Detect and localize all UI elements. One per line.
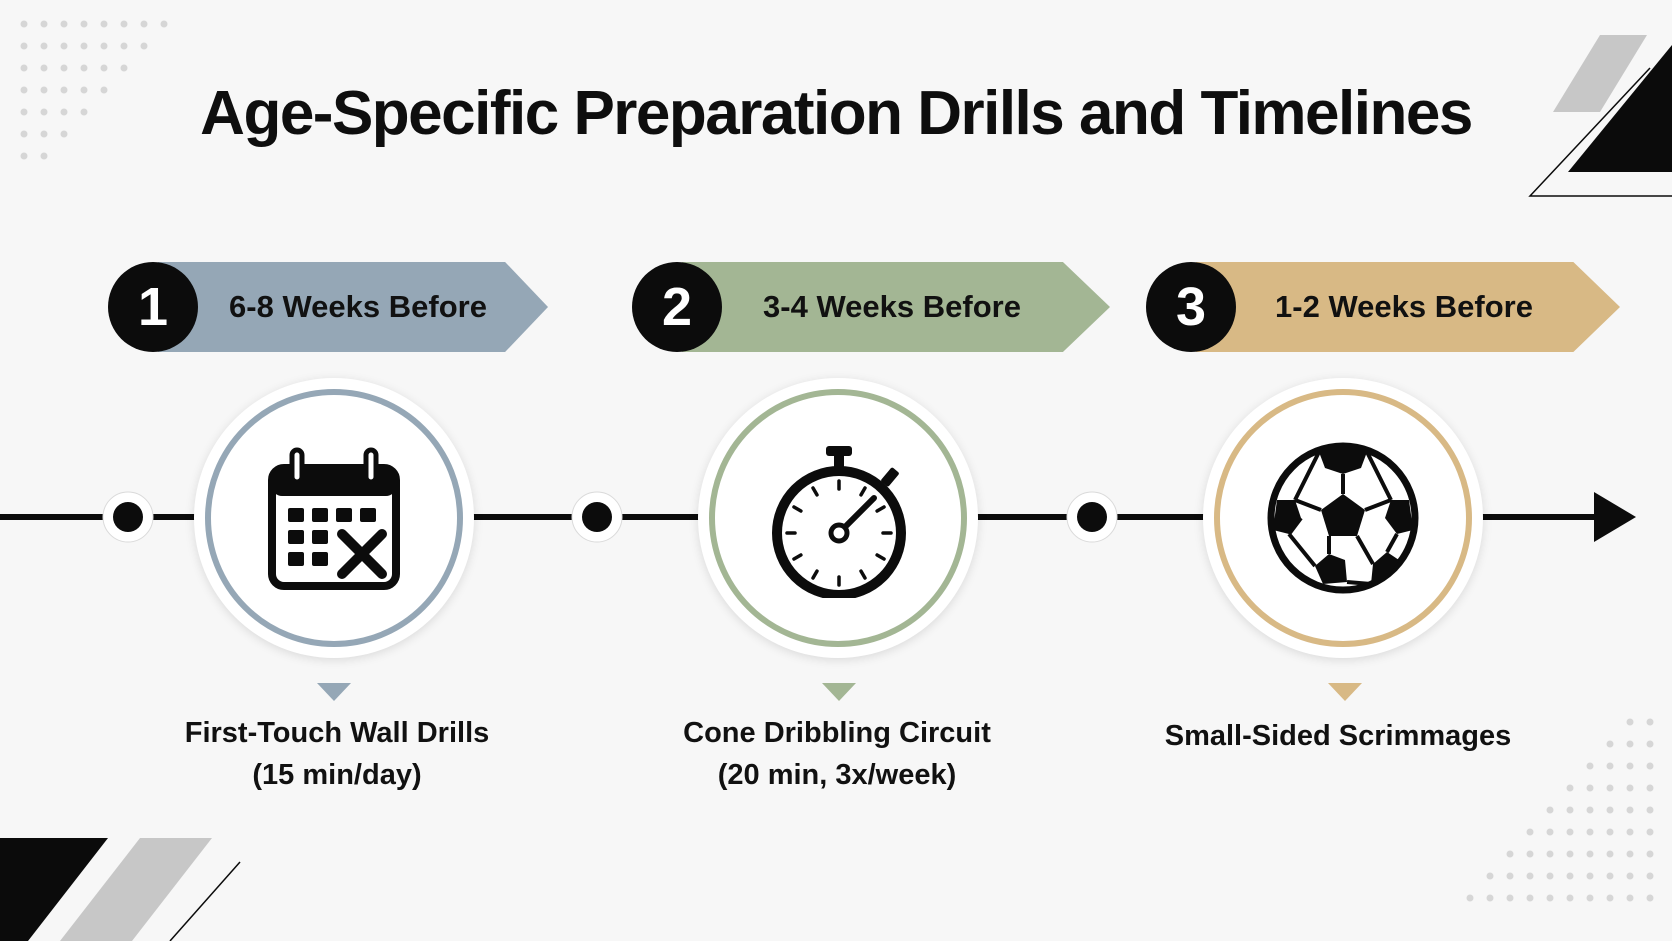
step-2-drill: Cone Dribbling Circuit [683, 717, 991, 749]
step-3-icon-circle [1203, 378, 1483, 658]
step-1-banner [158, 262, 548, 352]
soccer-ball-icon [1267, 442, 1419, 594]
step-2-number: 2 [632, 262, 722, 352]
step-2-banner [682, 262, 1110, 352]
step-1-timeframe: 6-8 Weeks Before [229, 289, 487, 324]
page-title: Age-Specific Preparation Drills and Time… [200, 79, 1473, 148]
corner-stripes-bottom-left [0, 838, 241, 941]
step-1-number: 1 [108, 262, 198, 352]
step-2-pointer [822, 683, 856, 701]
step-3-pointer [1328, 683, 1362, 701]
step-3-banner [1196, 262, 1620, 352]
step-1-drill: First-Touch Wall Drills [184, 717, 490, 749]
timeline-dot [571, 491, 623, 543]
timeline-dot [102, 491, 154, 543]
step-1-pointer [317, 683, 351, 701]
step-2-header: 2 3-4 Weeks Before [632, 262, 1110, 352]
step-3-caption: Small-Sided Scrimmages [1128, 715, 1548, 757]
corner-stripes-top-right [1528, 35, 1672, 197]
step-1-caption: First-Touch Wall Drills (15 min/day) [127, 712, 547, 796]
step-3-header: 3 1-2 Weeks Before [1146, 262, 1620, 352]
step-1-icon-circle [194, 378, 474, 658]
dot-grid-top-left [20, 20, 168, 160]
step-2-timeframe: 3-4 Weeks Before [763, 289, 1021, 324]
step-3-drill: Small-Sided Scrimmages [1164, 720, 1512, 752]
step-2-detail: (20 min, 3x/week) [717, 759, 957, 791]
step-3-timeframe: 1-2 Weeks Before [1275, 289, 1533, 324]
step-3-number: 3 [1146, 262, 1236, 352]
step-2-caption: Cone Dribbling Circuit (20 min, 3x/week) [627, 712, 1047, 796]
calendar-icon [268, 447, 400, 590]
timeline-dot [1066, 491, 1118, 543]
timeline-arrowhead [1594, 492, 1636, 542]
stopwatch-icon [772, 446, 906, 598]
step-1-detail: (15 min/day) [252, 759, 422, 791]
step-1-header: 1 6-8 Weeks Before [108, 262, 548, 352]
step-2-icon-circle [698, 378, 978, 658]
dot-grid-bottom-right [1466, 718, 1654, 902]
